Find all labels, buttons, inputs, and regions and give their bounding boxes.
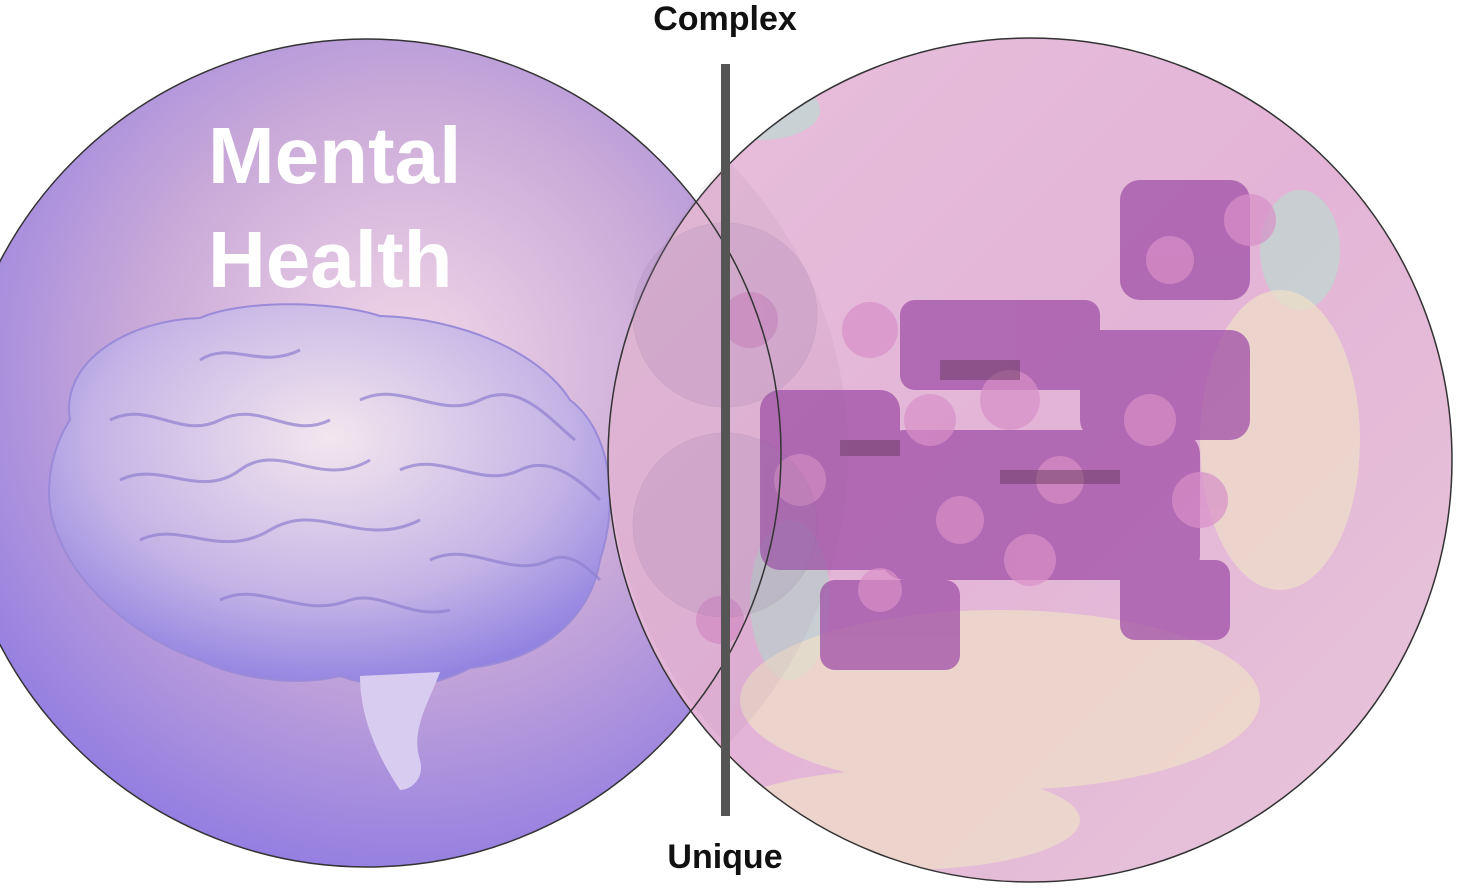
axis-divider xyxy=(721,64,730,816)
title-line1: Mental xyxy=(208,104,461,208)
axis-top-label: Complex xyxy=(605,0,845,39)
title: Mental Health xyxy=(208,104,461,312)
axis-bottom-label: Unique xyxy=(605,838,845,877)
title-line2: Health xyxy=(208,208,461,312)
